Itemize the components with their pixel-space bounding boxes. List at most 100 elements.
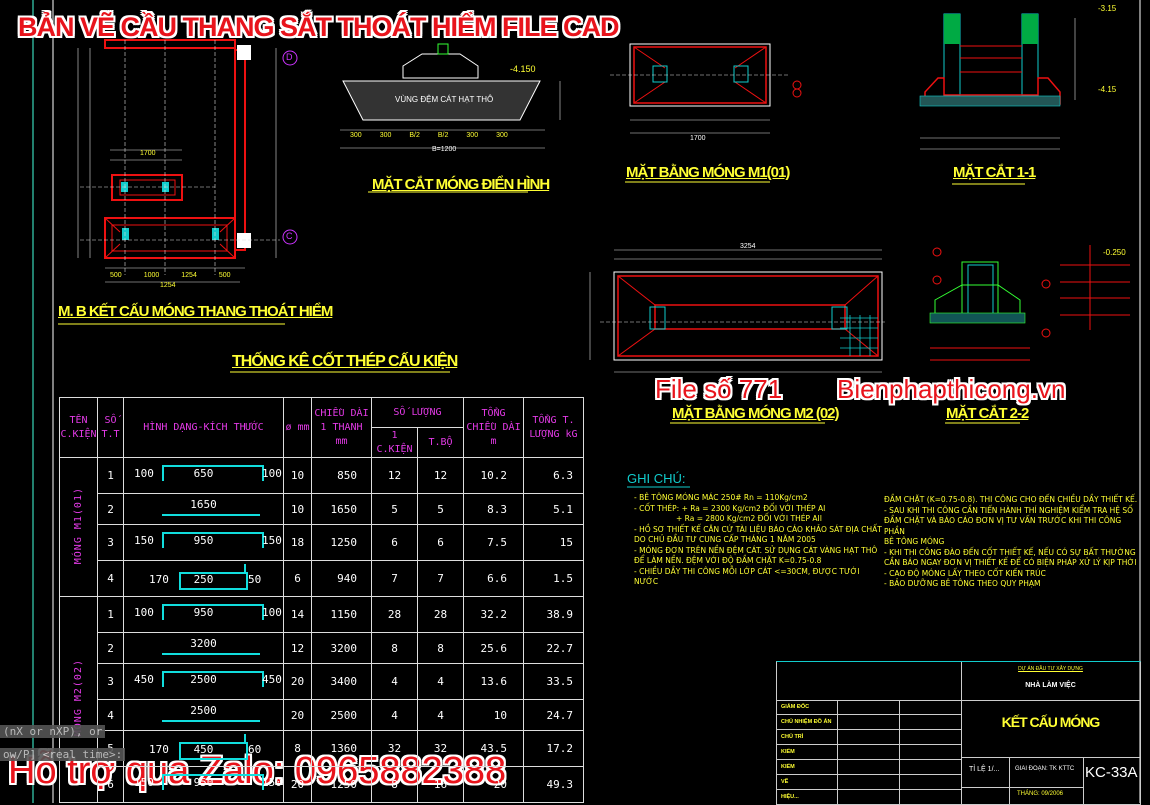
level-label: -3.15 xyxy=(1098,4,1117,13)
dim-label: B/2 xyxy=(409,132,420,139)
note-line: - CỐT THÉP: + Ra = 2300 Kg/cm2 ĐỐI VỚI T… xyxy=(634,503,826,513)
total-weight-cell: 22.7 xyxy=(523,632,584,664)
row-number: 1 xyxy=(97,596,124,633)
axis-d-label: D xyxy=(286,52,293,62)
rebar-hook-line xyxy=(244,564,246,574)
note-line: BÊ TÔNG MÓNG xyxy=(884,537,945,546)
dim-label: 300 xyxy=(379,132,392,139)
dim-mid: 950 xyxy=(193,606,214,619)
rebar-shape-line xyxy=(162,720,260,722)
group-name-cell: MÓNG M1(01) xyxy=(59,457,98,597)
rebar-schedule-table: TÊN C.KIỆN SỐ T.T HÌNH DẠNG-KÍCH THƯỚC ø… xyxy=(59,397,584,803)
header-quantity: SỐ LƯỢNG xyxy=(371,397,464,428)
m2-plan-title: MẶT BẰNG MÓNG M2 (02) xyxy=(672,405,839,422)
group-name-cell: MÓNG M2(02) xyxy=(59,596,98,803)
dim-label: 300 xyxy=(496,132,508,139)
total-length-cell: 32.2 xyxy=(463,596,524,633)
dim-left: 100 xyxy=(134,606,154,619)
role-row: CHỦ TRÌ xyxy=(777,730,961,745)
dim-label: B=1200 xyxy=(432,146,457,153)
total-weight-cell: 15 xyxy=(523,524,584,561)
qty-all-cell: 32 xyxy=(417,730,464,767)
total-weight-cell: 24.7 xyxy=(523,699,584,731)
diameter-cell: 8 xyxy=(283,730,312,767)
dim-label: 1700 xyxy=(140,150,156,157)
dim-right: 150 xyxy=(262,776,282,789)
header-length: CHIỀU DÀI 1 THANH mm xyxy=(311,397,372,458)
rebar-table-title: THỐNG KÊ CỐT THÉP CẤU KIỆN xyxy=(232,353,458,370)
dim-label: 500 xyxy=(218,272,231,279)
qty-all-cell: 28 xyxy=(417,596,464,633)
note-line: - SAU KHI THI CÔNG CẦN TIẾN HÀNH THÍ NGH… xyxy=(884,505,1134,515)
command-line-prompt[interactable]: ow/P] <real time>: xyxy=(0,748,126,761)
qty-one-cell: 32 xyxy=(371,730,418,767)
header-shape: HÌNH DẠNG-KÍCH THƯỚC xyxy=(123,397,284,458)
qty-all-cell: 6 xyxy=(417,524,464,561)
typical-section-title: MẶT CẮT MÓNG ĐIỂN HÌNH xyxy=(372,176,550,193)
role-row: VẼ xyxy=(777,775,961,790)
total-length-cell: 43.5 xyxy=(463,730,524,767)
diameter-cell: 6 xyxy=(283,560,312,597)
notes-title: GHI CHÚ: xyxy=(627,471,686,486)
rebar-shape-line xyxy=(162,532,264,548)
dim-left: 170 xyxy=(149,743,169,756)
length-cell: 1150 xyxy=(311,596,372,633)
section-1-1-drawing xyxy=(919,13,1076,185)
note-line: - KHI THI CÔNG ĐÀO ĐẾN CỐT THIẾT KẾ, NẾU… xyxy=(884,547,1136,557)
diameter-cell: 20 xyxy=(283,766,312,803)
dim-label: 300 xyxy=(350,132,362,139)
note-line: DO CHỦ ĐẦU TƯ CUNG CẤP THÁNG 1 NĂM 2005 xyxy=(634,535,816,544)
dim-mid: 2500 xyxy=(190,673,217,686)
header-total-length: TỔNG CHIỀU DÀI m xyxy=(463,397,524,458)
total-length-cell: 6.6 xyxy=(463,560,524,597)
group-name: MÓNG M1(01) xyxy=(73,486,84,565)
total-length-cell: 8.3 xyxy=(463,493,524,525)
foundation-plan-drawing xyxy=(58,39,298,325)
dim-label: 1254 xyxy=(181,272,197,279)
total-weight-cell: 49.3 xyxy=(523,766,584,803)
note-line: + Ra = 2800 Kg/cm2 ĐỐI VỚI THÉP AII xyxy=(676,514,822,523)
dim-mid: 650 xyxy=(193,467,214,480)
note-line: - BẢO DƯỠNG BÊ TÔNG THEO QUY PHẠM xyxy=(884,579,1041,588)
dim-left: 450 xyxy=(134,673,154,686)
qty-one-cell: 8 xyxy=(371,766,418,803)
qty-all-cell: 5 xyxy=(417,493,464,525)
diameter-cell: 12 xyxy=(283,632,312,664)
dim-mid: 950 xyxy=(193,776,214,789)
dim-right: 50 xyxy=(248,573,262,586)
command-line-history: (nX or nXP), or xyxy=(0,725,106,738)
building-name: NHÀ LÀM VIỆC xyxy=(1025,682,1076,689)
website-label[interactable]: Bienphapthicong.vn xyxy=(837,374,1066,404)
rebar-stirrup-line xyxy=(179,572,248,590)
dim-mid: 1650 xyxy=(190,498,217,511)
total-length-cell: 25.6 xyxy=(463,632,524,664)
total-length-cell: 20 xyxy=(463,766,524,803)
m2-plan-drawing xyxy=(589,249,885,424)
notes-right: ĐẦM CHẶT (K=0.75-0.8). THI CÔNG CHO ĐẾN … xyxy=(884,495,1139,590)
diameter-cell: 20 xyxy=(283,699,312,731)
dim-mid: 3200 xyxy=(190,637,217,650)
header-name: TÊN C.KIỆN xyxy=(59,397,98,458)
dim-label: 1000 xyxy=(143,272,160,279)
qty-one-cell: 28 xyxy=(371,596,418,633)
dim-label: B/2 xyxy=(437,132,449,139)
rebar-shape-cell: 1650 xyxy=(123,493,284,525)
sand-cushion-label: VÙNG ĐỆM CÁT HẠT THÔ xyxy=(395,95,494,104)
length-cell: 3400 xyxy=(311,663,372,700)
section-1-1-title: MẶT CẮT 1-1 xyxy=(953,164,1036,181)
dim-label: 500 xyxy=(110,272,122,279)
row-number: 2 xyxy=(97,632,124,664)
total-weight-cell: 33.5 xyxy=(523,663,584,700)
rebar-stirrup-line xyxy=(179,742,248,760)
rebar-shape-line xyxy=(162,514,260,516)
